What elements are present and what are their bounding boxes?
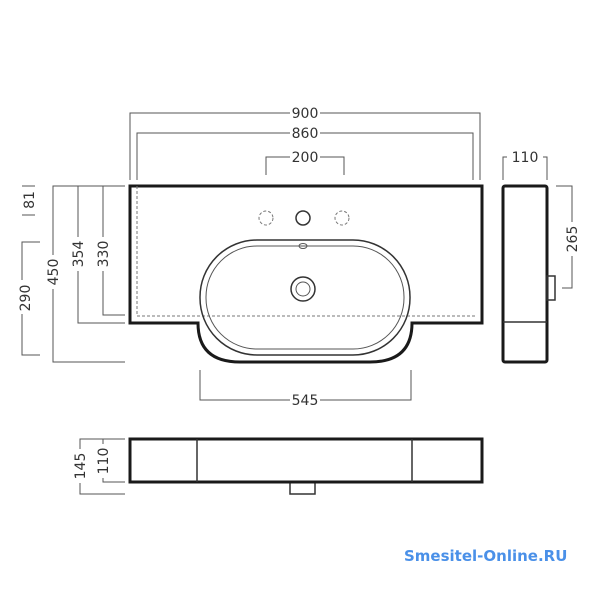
basin-outline [128, 184, 484, 364]
watermark: Smesitel-Online.RU [404, 547, 568, 565]
bowl-inner-oval [205, 245, 405, 350]
dim-354: 354 [71, 241, 87, 268]
dim-110-front: 110 [96, 448, 112, 475]
tap-hole-right [334, 210, 350, 226]
dim-330: 330 [96, 241, 112, 268]
dim-860: 860 [292, 126, 319, 142]
dim-545: 545 [292, 393, 319, 409]
tap-hole-center [295, 210, 311, 226]
dim-81: 81 [22, 191, 38, 209]
dim-110-side: 110 [512, 150, 539, 166]
inner-dashed-outline [136, 186, 475, 317]
drain-inner [295, 281, 311, 297]
overflow-hole [298, 243, 308, 249]
dim-450: 450 [46, 259, 62, 286]
dim-900: 900 [292, 106, 319, 122]
dim-265: 265 [565, 226, 581, 253]
bowl-oval [199, 239, 411, 356]
top-view [128, 184, 484, 364]
dim-290: 290 [18, 285, 34, 312]
tap-hole-left [258, 210, 274, 226]
side-view [501, 184, 556, 364]
dim-145: 145 [73, 453, 89, 480]
drain-icon [290, 276, 316, 302]
dim-200: 200 [292, 150, 319, 166]
front-view [128, 437, 484, 495]
